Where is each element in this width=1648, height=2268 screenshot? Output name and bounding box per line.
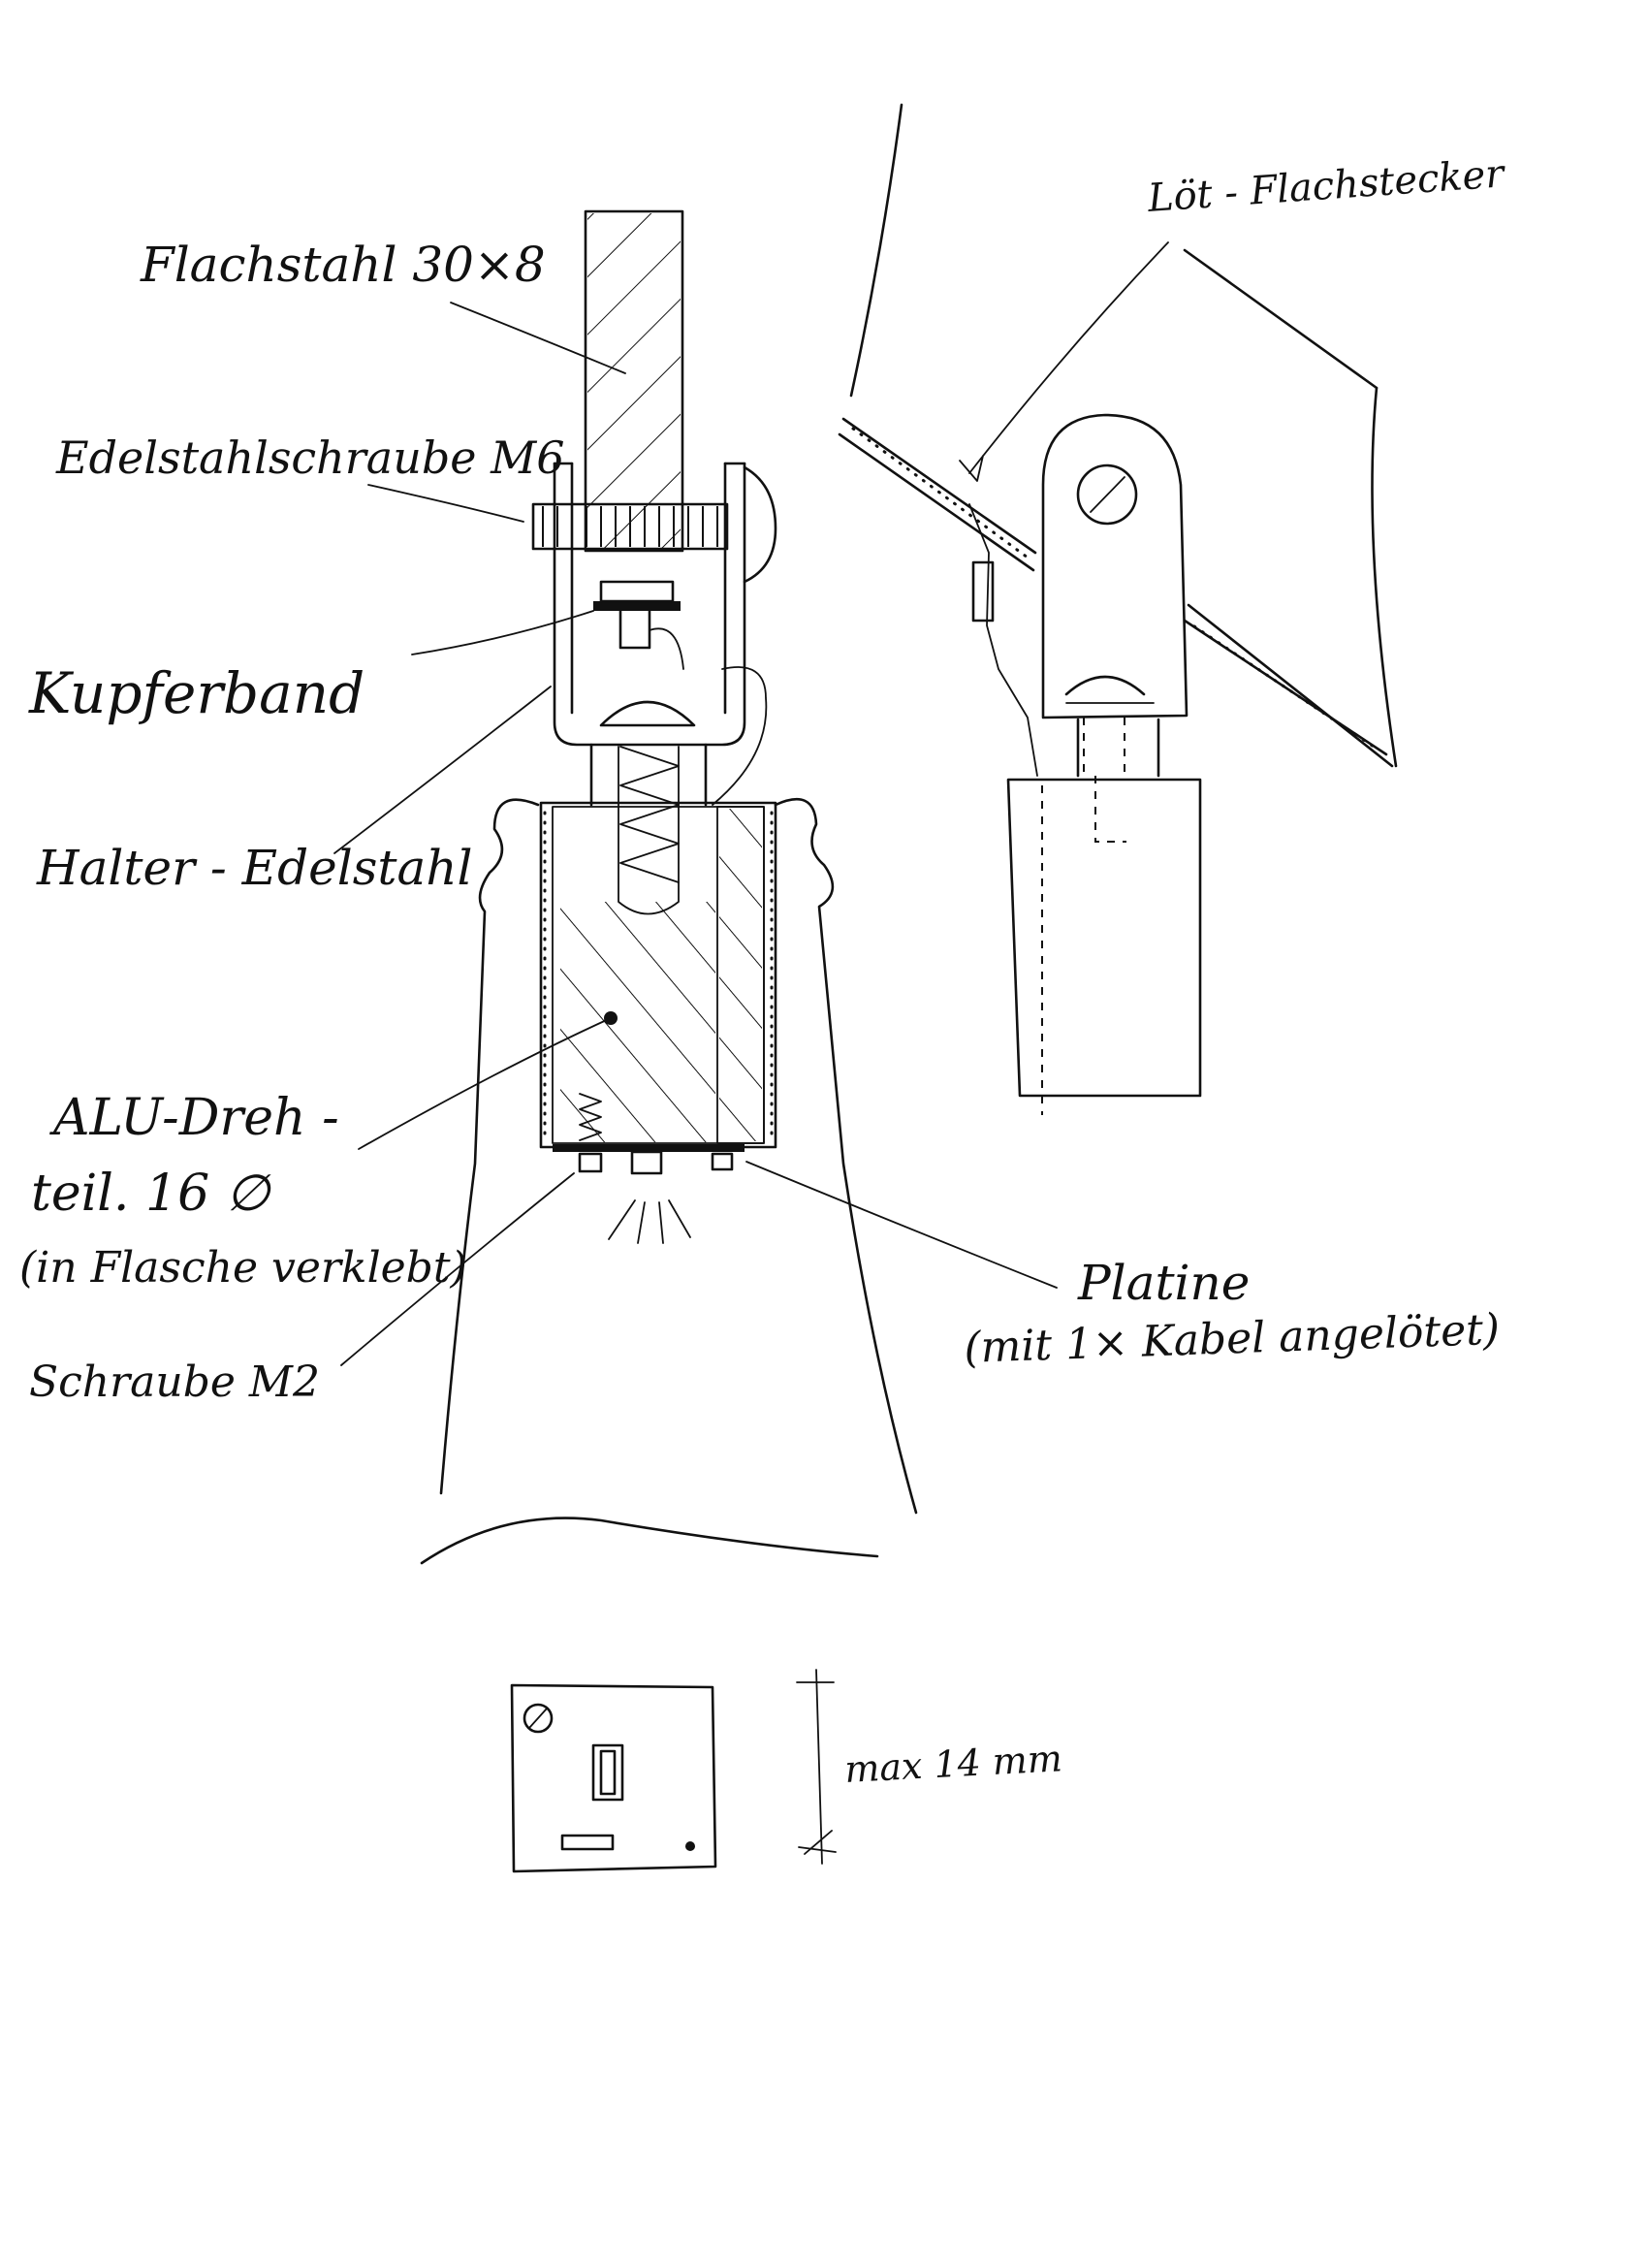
alu-turned-part xyxy=(539,801,777,1149)
leader-schraube-m6 xyxy=(367,484,524,523)
label-platine-line1: Platine xyxy=(1077,1255,1250,1311)
leader-halter xyxy=(333,686,552,854)
label-halter: Halter - Edelstahl xyxy=(36,840,473,896)
label-alu-line1: ALU-Dreh - xyxy=(49,1089,339,1147)
label-flachstahl: Flachstahl 30×8 xyxy=(140,237,546,293)
bottle-neck xyxy=(420,797,918,1565)
circuit-board xyxy=(553,1144,745,1244)
label-kupferband: Kupferband xyxy=(28,660,364,726)
label-alu-line2: teil. 16 ∅ xyxy=(31,1165,272,1223)
solder-connector-wire xyxy=(968,503,1038,777)
leader-loet-flachstecker xyxy=(959,241,1169,482)
label-max-dimension: max 14 mm xyxy=(843,1737,1063,1791)
m2-screw xyxy=(579,1093,602,1141)
label-platine-line2: (mit 1× Kabel angelötet) xyxy=(964,1305,1501,1373)
spring xyxy=(618,746,680,915)
label-schraube-m2: Schraube M2 xyxy=(29,1358,320,1407)
label-loet-flachstecker: Löt - Flachstecker xyxy=(1145,151,1507,221)
dimension-line xyxy=(796,1669,837,1865)
flat-connector xyxy=(1006,776,1202,1115)
leader-m2 xyxy=(340,1172,575,1366)
pcb-top-view xyxy=(510,1683,717,1873)
dome-nut xyxy=(599,700,696,727)
leader-platine xyxy=(745,1161,1058,1289)
label-alu-line3: (in Flasche verklebt) xyxy=(19,1243,467,1293)
leader-kupferband xyxy=(411,610,594,655)
leader-alu xyxy=(358,1017,612,1150)
copper-band-clamp xyxy=(593,580,684,670)
bracket-outline xyxy=(838,103,1398,768)
leader-flachstahl xyxy=(450,302,626,374)
label-edelstahlschraube: Edelstahlschraube M6 xyxy=(55,431,565,484)
copper-wire xyxy=(712,666,768,806)
eye-lug xyxy=(1041,413,1188,778)
flat-steel-bar xyxy=(584,209,684,553)
m6-bolt xyxy=(531,465,777,584)
